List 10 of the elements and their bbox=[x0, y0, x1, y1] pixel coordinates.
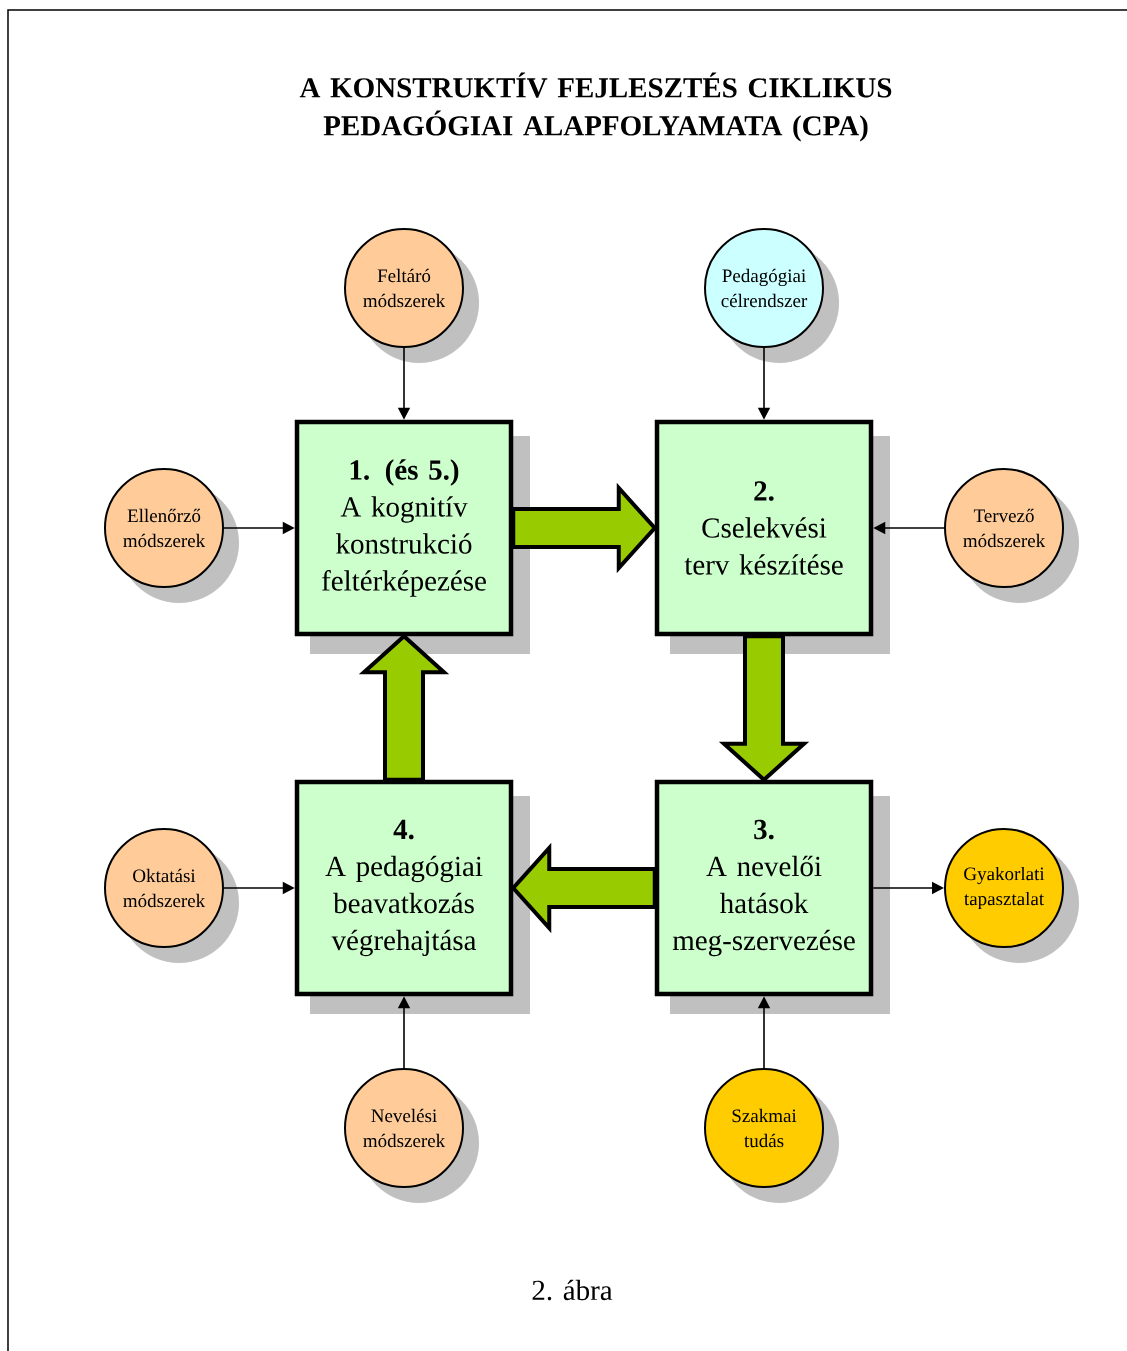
block-arrow bbox=[718, 634, 810, 783]
block-arrow bbox=[511, 482, 658, 574]
process-box: 4. A pedagógiai beavatkozás végrehajtása bbox=[294, 779, 530, 1014]
block-arrow bbox=[358, 633, 450, 782]
process-box: 3. A nevelői hatások meg-szervezése bbox=[654, 779, 890, 1014]
process-box: 2. Cselekvési terv készítése bbox=[654, 419, 890, 654]
caption: 2. ábra bbox=[532, 1279, 613, 1301]
process-box: 1. (és 5.) A kognitív konstrukció feltérképezése bbox=[294, 419, 530, 654]
block-arrow bbox=[510, 842, 657, 934]
title: A KONSTRUKTÍV FEJLESZTÉS CIKLIKUS PEDAGÓGIAI ALAPFOLYAMATA (CPA) bbox=[299, 72, 892, 142]
